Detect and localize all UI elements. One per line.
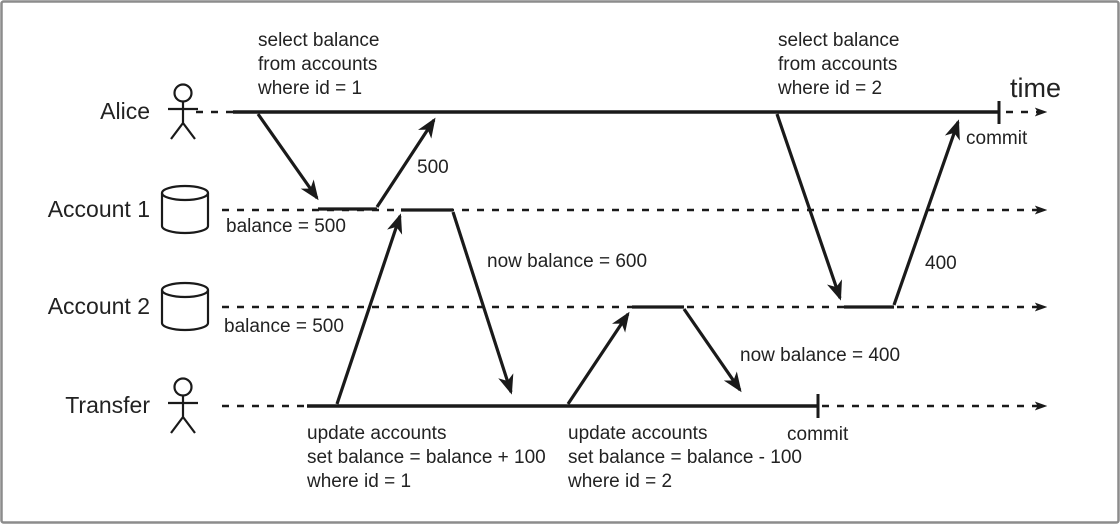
select2-query-line-3: where id = 2 (777, 78, 882, 99)
transfer-label: Transfer (65, 392, 150, 418)
update1-query-line-1: update accounts (307, 423, 446, 444)
select2-query-line-1: select balance (778, 30, 899, 51)
transfer-commit-label: commit (787, 424, 849, 445)
select1-request-arrow (256, 113, 319, 201)
update1-query-text: update accounts set balance = balance + … (306, 423, 546, 492)
update2-response-arrow (682, 308, 742, 393)
select1-query-line-2: from accounts (258, 54, 377, 75)
account2-label: Account 2 (48, 293, 150, 319)
account1-database-icon (160, 184, 210, 235)
update1-response-arrow (451, 211, 514, 395)
update1-result-text: now balance = 600 (487, 251, 647, 272)
select1-query-line-3: where id = 1 (257, 78, 362, 99)
select2-result-value: 400 (925, 253, 957, 274)
alice-label: Alice (100, 98, 150, 124)
alice-commit-label: commit (966, 128, 1028, 149)
time-axis-label: time (1010, 73, 1061, 103)
update1-request-arrow (335, 213, 403, 405)
account1-initial-balance: balance = 500 (226, 216, 346, 237)
update1-query-line-3: where id = 1 (306, 471, 411, 492)
update2-query-text: update accounts set balance = balance - … (567, 423, 802, 492)
alice-person-icon (168, 83, 198, 140)
select2-response-arrow (892, 119, 960, 306)
select2-request-arrow (775, 113, 842, 301)
update2-query-line-3: where id = 2 (567, 471, 672, 492)
account2-database-icon (160, 281, 210, 332)
update2-query-line-1: update accounts (568, 423, 707, 444)
update1-query-line-2: set balance = balance + 100 (307, 447, 546, 468)
select1-query-line-1: select balance (258, 30, 379, 51)
account2-initial-balance: balance = 500 (224, 316, 344, 337)
select1-response-arrow (375, 117, 436, 208)
update2-query-line-2: set balance = balance - 100 (568, 447, 802, 468)
select2-query-line-2: from accounts (778, 54, 897, 75)
select2-query-text: select balance from accounts where id = … (777, 30, 899, 99)
update2-request-arrow (566, 311, 630, 405)
update2-result-text: now balance = 400 (740, 345, 900, 366)
account1-label: Account 1 (48, 196, 150, 222)
select1-result-value: 500 (417, 157, 449, 178)
select1-query-text: select balance from accounts where id = … (257, 30, 379, 99)
transfer-person-icon (168, 377, 198, 434)
